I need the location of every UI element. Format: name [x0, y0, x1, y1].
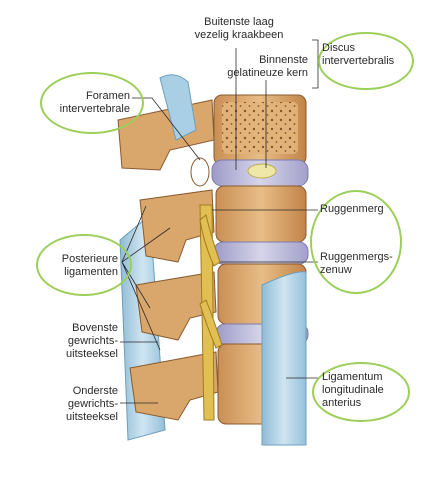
leader-lines [120, 48, 320, 404]
label-posterior-ligaments: Posterieure ligamenten [61, 253, 118, 278]
label-outer-layer: Buitenste laag vezelig kraakbeen [194, 16, 284, 41]
pedicle-top [159, 74, 197, 141]
lamina-middle [139, 189, 215, 263]
intervertebral-foramen [190, 157, 210, 187]
label-inner-core: Binnenste gelatineuze kern [227, 54, 308, 79]
intervertebral-disc-middle [213, 241, 309, 265]
vertebral-body-middle [215, 185, 307, 243]
highlight-oval-disc [318, 32, 414, 90]
lamina-lower [135, 271, 217, 341]
highlight-oval-foramen [40, 72, 144, 134]
highlight-oval-anterior [312, 362, 410, 422]
anterior-longitudinal-ligament [261, 271, 307, 446]
cancellous-bone-section [222, 102, 298, 154]
highlight-oval-spinal [310, 190, 402, 294]
label-spinal-cord: Ruggenmerg [320, 203, 384, 215]
posterior-elements [117, 74, 219, 441]
leader-posterior-ligaments [121, 205, 171, 351]
label-spinal-nerve: Ruggenmergs- zenuw [320, 251, 393, 276]
label-inferior-process: Onderste gewrichts- uitsteeksel [66, 385, 118, 423]
nucleus-pulposus [247, 163, 277, 179]
neural-structures [199, 204, 223, 421]
label-anterior-ligament: Ligamentum longitudinale anterius [322, 371, 384, 409]
spinal-nerve-lower [199, 299, 223, 349]
highlight-oval-posterior [36, 234, 132, 296]
disc-bracket [312, 39, 319, 89]
spinal-nerve-root [199, 214, 221, 267]
label-superior-process: Bovenste gewrichts- uitsteeksel [66, 322, 118, 360]
label-foramen: Foramen intervertebrale [59, 90, 130, 115]
label-disc: Discus intervertebralis [322, 42, 395, 67]
